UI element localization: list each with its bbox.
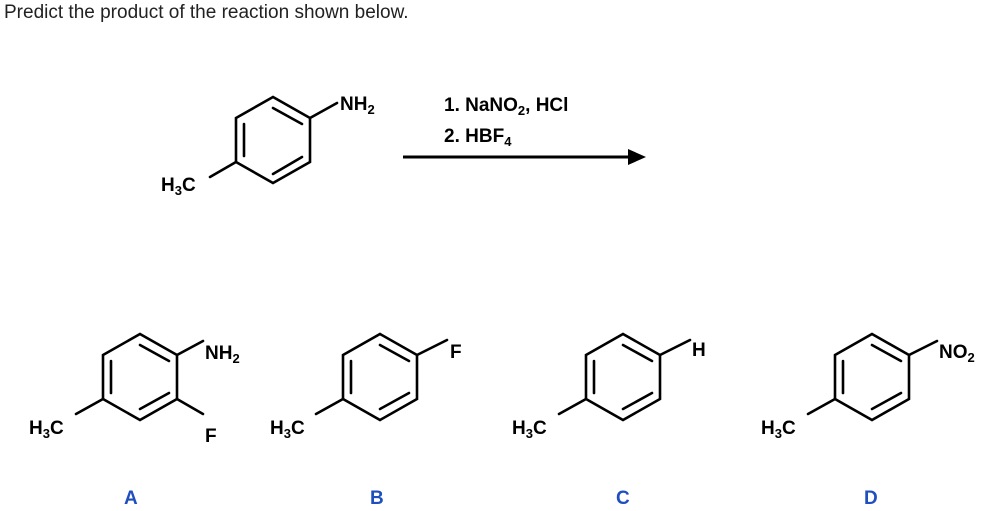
option-a-f-label: F bbox=[205, 426, 217, 447]
option-a-nh2-label: NH2 bbox=[205, 343, 240, 366]
option-b[interactable]: F H3C B bbox=[270, 332, 462, 509]
option-d-no2-bond bbox=[907, 339, 939, 357]
option-d-no2-label: NO2 bbox=[939, 342, 975, 365]
reactant-ch3-bond bbox=[208, 160, 238, 179]
reactant-nh2-label: NH2 bbox=[340, 94, 375, 117]
option-b-letter: B bbox=[370, 488, 384, 509]
option-b-ch3-label: H3C bbox=[270, 418, 305, 441]
option-a-ch3-bond bbox=[74, 397, 105, 416]
option-a[interactable]: NH2 F H3C A bbox=[29, 332, 240, 509]
option-c-ring bbox=[584, 332, 662, 422]
option-c-h-bond bbox=[658, 338, 692, 357]
reaction-arrow-head bbox=[628, 149, 646, 165]
reactant-nh2-bond bbox=[308, 101, 339, 120]
option-a-f-bond bbox=[175, 397, 205, 416]
option-c-h-label: H bbox=[692, 340, 706, 361]
option-a-letter: A bbox=[124, 488, 138, 509]
reaction-conditions: 1. NaNO2, HCl 2. HBF4 bbox=[403, 95, 646, 165]
option-d-ring bbox=[833, 332, 911, 422]
reagent-step-1: 1. NaNO2, HCl bbox=[444, 95, 568, 118]
question-text: Predict the product of the reaction show… bbox=[4, 2, 409, 23]
reactant-ch3-label: H3C bbox=[161, 175, 196, 198]
option-c-ch3-label: H3C bbox=[512, 418, 547, 441]
reagent-step-2: 2. HBF4 bbox=[444, 126, 512, 149]
option-c-letter: C bbox=[616, 488, 630, 509]
option-d-letter: D bbox=[864, 488, 878, 509]
option-a-nh2-bond bbox=[175, 339, 205, 357]
option-b-ring bbox=[341, 332, 419, 422]
option-a-ring bbox=[101, 332, 179, 422]
option-d-ch3-bond bbox=[806, 397, 837, 416]
reactant-ring bbox=[234, 95, 312, 185]
option-b-f-label: F bbox=[450, 342, 462, 363]
option-c[interactable]: H H3C C bbox=[512, 332, 706, 509]
option-b-ch3-bond bbox=[314, 397, 345, 416]
option-d-ch3-label: H3C bbox=[761, 418, 796, 441]
reactant-molecule: NH2 H3C bbox=[161, 94, 375, 198]
option-c-ch3-bond bbox=[557, 397, 588, 416]
option-a-ch3-label: H3C bbox=[29, 418, 64, 441]
option-b-f-bond bbox=[415, 338, 449, 357]
option-d[interactable]: NO2 H3C D bbox=[761, 332, 975, 509]
